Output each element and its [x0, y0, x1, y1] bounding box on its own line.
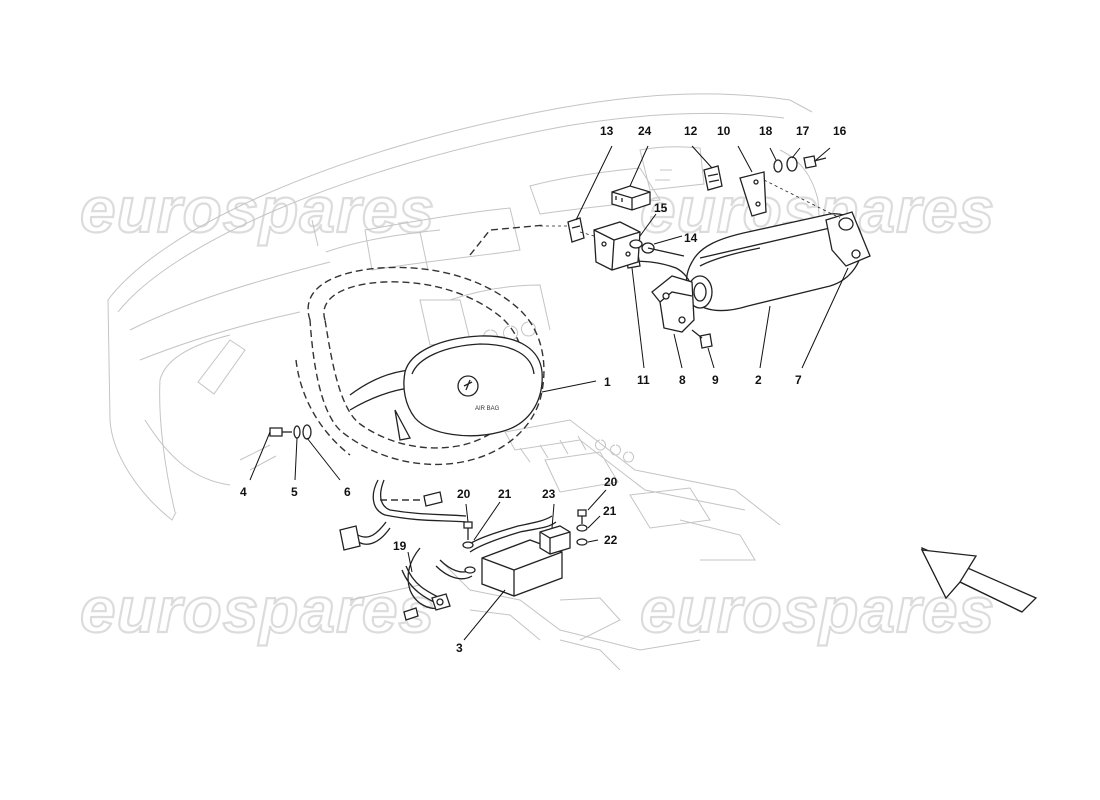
callout-labels: 1 2 3 4 5 6 7 8 9 10 11 12 13 14 15 16 1… — [240, 124, 847, 655]
callout-13: 13 — [600, 124, 614, 138]
callout-5: 5 — [291, 485, 298, 499]
wiring-harness — [339, 479, 467, 551]
dashboard-outline — [107, 93, 821, 521]
callout-12: 12 — [684, 124, 698, 138]
callout-8: 8 — [679, 373, 686, 387]
callout-4: 4 — [240, 485, 247, 499]
callout-21a: 21 — [498, 487, 512, 501]
callout-2: 2 — [755, 373, 762, 387]
callout-20a: 20 — [457, 487, 471, 501]
callout-3: 3 — [456, 641, 463, 655]
callout-10: 10 — [717, 124, 731, 138]
callout-19: 19 — [393, 539, 407, 553]
callout-21b: 21 — [603, 504, 617, 518]
left-airbag-bracket — [651, 275, 713, 349]
callout-7: 7 — [795, 373, 802, 387]
watermark-bottom-left: eurospares — [80, 574, 435, 646]
assembly-guide-lines — [540, 179, 841, 237]
callout-18: 18 — [759, 124, 773, 138]
watermark-bottom-right: eurospares — [640, 574, 995, 646]
airbag-label: AIR BAG — [475, 406, 500, 412]
callout-20b: 20 — [604, 475, 618, 489]
right-airbag-bracket — [825, 211, 871, 267]
airbag-control-unit — [467, 515, 571, 597]
callout-15: 15 — [654, 201, 668, 215]
callout-11: 11 — [637, 373, 650, 387]
callout-14: 14 — [684, 231, 698, 245]
center-console-outline — [349, 419, 781, 671]
callout-9: 9 — [712, 373, 719, 387]
control-unit-fasteners — [462, 509, 588, 574]
top-fasteners — [629, 155, 827, 257]
leader-lines — [249, 145, 849, 641]
mounting-brackets — [567, 165, 767, 271]
callout-24: 24 — [638, 124, 652, 138]
callout-17: 17 — [796, 124, 810, 138]
driver-airbag: AIR BAG — [403, 335, 543, 437]
callout-6: 6 — [344, 485, 351, 499]
callout-1: 1 — [604, 375, 611, 389]
callout-22: 22 — [604, 533, 618, 547]
left-fasteners — [269, 424, 312, 440]
callout-16: 16 — [833, 124, 847, 138]
watermark-top-left: eurospares — [80, 174, 435, 246]
passenger-airbag — [625, 213, 863, 312]
front-direction-arrow — [920, 547, 1038, 613]
callout-23: 23 — [542, 487, 556, 501]
watermark-top-right: eurospares — [640, 174, 995, 246]
